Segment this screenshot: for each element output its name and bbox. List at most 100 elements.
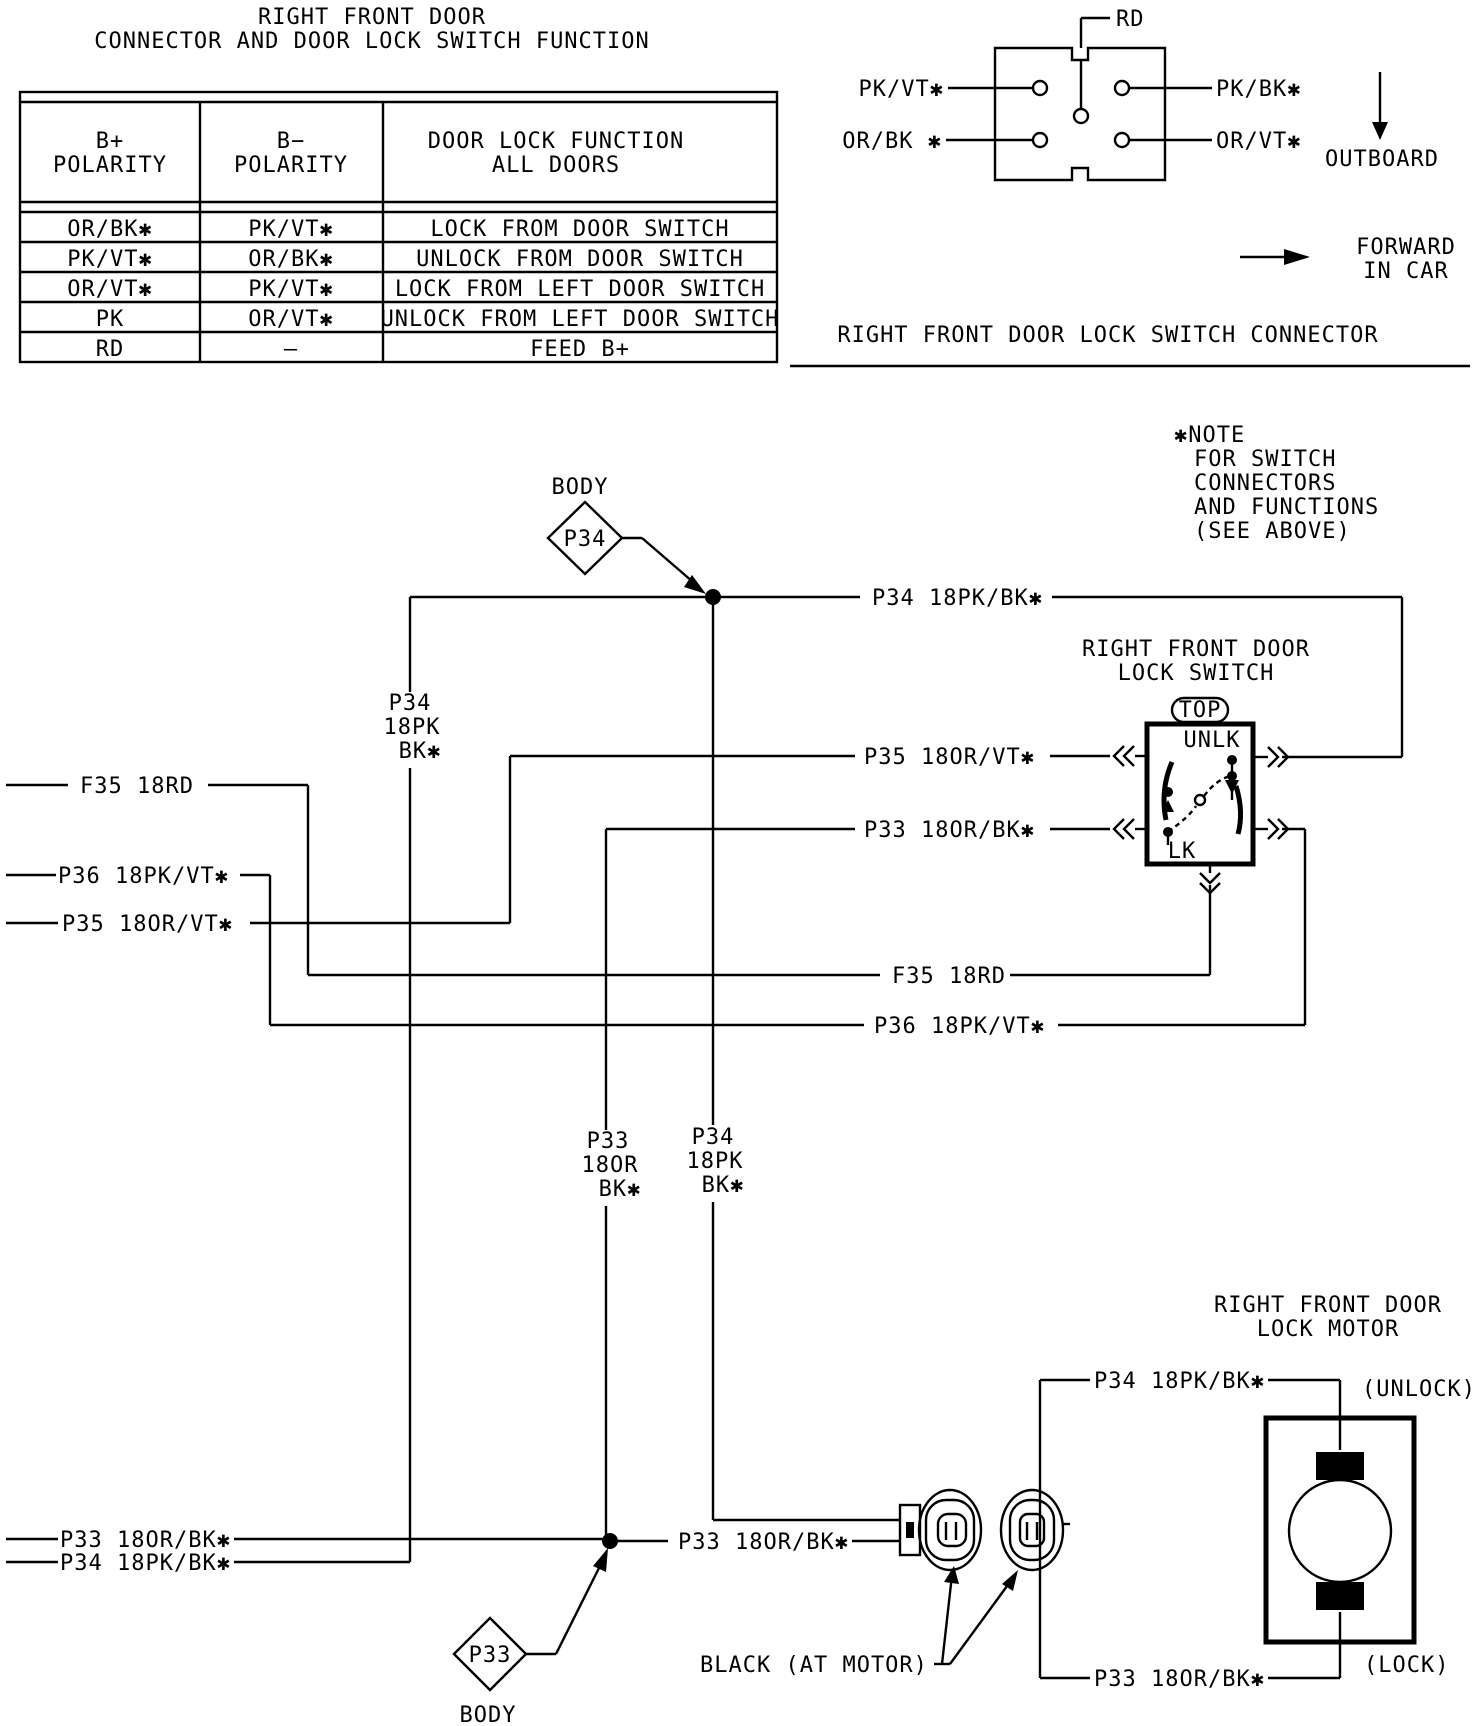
table-title-line1: RIGHT FRONT DOOR xyxy=(258,5,486,30)
switch-contact-right xyxy=(1233,785,1244,835)
wire-p33-motor-in-label: P33 18OR/BK✱ xyxy=(678,1530,849,1555)
wire-p34-vert-a-line2: 18PK xyxy=(384,715,441,740)
door-lock-switch: RIGHT FRONT DOOR LOCK SWITCH TOP UNLK LK xyxy=(1082,637,1310,873)
cell-b-plus: OR/VT✱ xyxy=(67,277,152,302)
wire-p33-right-label: P33 18OR/BK✱ xyxy=(864,818,1035,843)
wire-p33-motor-bottom-label: P33 18OR/BK✱ xyxy=(1094,1667,1265,1692)
cell-function: LOCK FROM LEFT DOOR SWITCH xyxy=(395,277,765,302)
table-row: OR/BK✱ PK/VT✱ LOCK FROM DOOR SWITCH xyxy=(67,217,729,242)
note-line: FOR SWITCH xyxy=(1194,447,1336,472)
outboard-label: OUTBOARD xyxy=(1325,147,1439,172)
wire-p35-left-label: P35 18OR/VT✱ xyxy=(62,912,233,937)
table-row: PK/VT✱ OR/BK✱ UNLOCK FROM DOOR SWITCH xyxy=(67,247,744,272)
note-line: (SEE ABOVE) xyxy=(1194,519,1351,544)
switch-connector-face: RD PK/VT✱ OR/BK ✱ PK/BK✱ OR/VT✱ OUTBOARD… xyxy=(837,7,1456,348)
note-block: ✱NOTE FOR SWITCH CONNECTORS AND FUNCTION… xyxy=(1174,423,1379,544)
wire-p36-mid-label: P36 18PK/VT✱ xyxy=(874,1014,1045,1039)
switch-unlock-label: UNLK xyxy=(1184,728,1241,753)
header-all-doors: ALL DOORS xyxy=(492,153,620,178)
splice-p33-diamond xyxy=(452,1616,528,1692)
table-row: RD — FEED B+ xyxy=(96,337,630,362)
header-b-plus-polarity: POLARITY xyxy=(53,153,167,178)
header-b-minus-polarity: POLARITY xyxy=(234,153,348,178)
wire-p34-vert-a-line3: BK✱ xyxy=(399,739,442,764)
splice-p33: P33 BODY xyxy=(452,1548,608,1726)
motor-lock-label: (LOCK) xyxy=(1364,1653,1449,1678)
cell-b-plus: PK xyxy=(96,307,125,332)
wire-p36-left-label: P36 18PK/VT✱ xyxy=(58,864,229,889)
switch-top-tag-label: TOP xyxy=(1179,698,1222,723)
forward-label-line2: IN CAR xyxy=(1363,259,1448,284)
table-border xyxy=(18,90,779,364)
switch-function-table: RIGHT FRONT DOOR CONNECTOR AND DOOR LOCK… xyxy=(18,5,780,364)
splice-p33-id: P33 xyxy=(469,1643,512,1668)
cell-function: UNLOCK FROM LEFT DOOR SWITCH xyxy=(381,307,780,332)
forward-label-line1: FORWARD xyxy=(1356,235,1456,260)
wire-p33-vert-line3: BK✱ xyxy=(599,1177,642,1202)
cell-b-minus: OR/BK✱ xyxy=(248,247,333,272)
wire-f35-left-label: F35 18RD xyxy=(80,774,194,799)
cell-b-minus: PK/VT✱ xyxy=(248,277,333,302)
cell-b-minus: — xyxy=(284,337,298,362)
cell-b-plus: PK/VT✱ xyxy=(67,247,152,272)
note-line: AND FUNCTIONS xyxy=(1194,495,1379,520)
motor-title-line1: RIGHT FRONT DOOR xyxy=(1214,1293,1442,1318)
wire-p34-motor-top-label: P34 18PK/BK✱ xyxy=(1094,1369,1265,1394)
wire-p35-right-label: P35 18OR/VT✱ xyxy=(864,745,1035,770)
table-title-line2: CONNECTOR AND DOOR LOCK SWITCH FUNCTION xyxy=(94,29,650,54)
motor-title-line2: LOCK MOTOR xyxy=(1257,1317,1399,1342)
wire-p34-top-label: P34 18PK/BK✱ xyxy=(872,586,1043,611)
splice-p34-body-label: BODY xyxy=(552,475,609,500)
cell-b-minus: PK/VT✱ xyxy=(248,217,333,242)
wire-p34-vert-b-line1: P34 xyxy=(692,1125,735,1150)
wire-p34-vert-b-line2: 18PK xyxy=(687,1149,744,1174)
motor-connector-color-label: BLACK (AT MOTOR) xyxy=(700,1653,928,1678)
wire-p33-vert-line1: P33 xyxy=(587,1129,630,1154)
wire-p34-left-label: P34 18PK/BK✱ xyxy=(60,1551,231,1576)
splice-p34-diamond xyxy=(546,500,624,576)
motor-brush-top xyxy=(1316,1452,1364,1480)
motor-unlock-label: (UNLOCK) xyxy=(1362,1377,1472,1402)
header-b-minus: B− xyxy=(277,129,306,154)
pin-bottom-left xyxy=(1031,131,1049,149)
pin-top-right xyxy=(1113,79,1131,97)
connector-caption: RIGHT FRONT DOOR LOCK SWITCH CONNECTOR xyxy=(837,323,1378,348)
connector-outline xyxy=(993,46,1167,182)
note-line: ✱NOTE xyxy=(1174,423,1245,448)
wire-p34-vert-b-line3: BK✱ xyxy=(702,1173,745,1198)
wire-p33-left-label: P33 18OR/BK✱ xyxy=(60,1528,231,1553)
pin-top-left xyxy=(1031,79,1049,97)
splice-p33-body-label: BODY xyxy=(460,1703,517,1726)
cell-function: FEED B+ xyxy=(530,337,630,362)
pin-rd-label: RD xyxy=(1116,7,1145,32)
pin-top-left-label: PK/VT✱ xyxy=(859,77,944,102)
header-function: DOOR LOCK FUNCTION xyxy=(428,129,684,154)
splice-p34: BODY P34 xyxy=(546,475,706,594)
table-row: OR/VT✱ PK/VT✱ LOCK FROM LEFT DOOR SWITCH xyxy=(67,277,765,302)
pin-top-right-label: PK/BK✱ xyxy=(1216,77,1301,102)
motor-connector-harness xyxy=(898,1488,983,1572)
pin-rd xyxy=(1072,107,1090,125)
cell-function: UNLOCK FROM DOOR SWITCH xyxy=(416,247,744,272)
pin-bottom-right xyxy=(1113,131,1131,149)
cell-b-plus: RD xyxy=(96,337,125,362)
note-line: CONNECTORS xyxy=(1194,471,1336,496)
motor-connector-motor-side xyxy=(999,1488,1070,1572)
wire-f35-mid-label: F35 18RD xyxy=(892,964,1006,989)
switch-title-line2: LOCK SWITCH xyxy=(1118,661,1275,686)
wire-p33-vert-line2: 18OR xyxy=(582,1153,639,1178)
motor-brush-bottom xyxy=(1316,1582,1364,1610)
wire-p34-vert-a-line1: P34 xyxy=(389,691,432,716)
switch-title-line1: RIGHT FRONT DOOR xyxy=(1082,637,1310,662)
cell-b-minus: OR/VT✱ xyxy=(248,307,333,332)
cell-function: LOCK FROM DOOR SWITCH xyxy=(430,217,729,242)
door-lock-motor: RIGHT FRONT DOOR LOCK MOTOR (UNLOCK) (LO… xyxy=(1214,1293,1472,1678)
switch-lock-label: LK xyxy=(1168,839,1197,864)
pin-bottom-right-label: OR/VT✱ xyxy=(1216,129,1301,154)
header-b-plus: B+ xyxy=(96,129,125,154)
motor-housing xyxy=(1263,1415,1417,1645)
cell-b-plus: OR/BK✱ xyxy=(67,217,152,242)
motor-armature-icon xyxy=(1287,1478,1393,1584)
switch-body xyxy=(1144,721,1256,867)
